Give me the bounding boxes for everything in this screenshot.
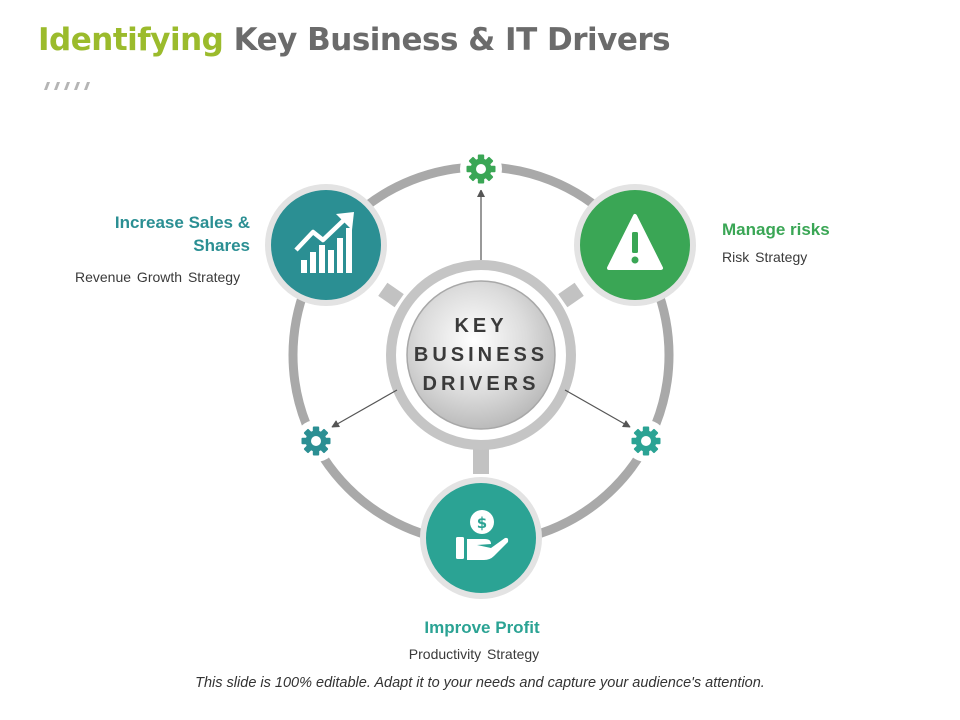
warning-icon xyxy=(607,214,663,270)
node-increase-sales xyxy=(265,184,387,306)
center-label-line: DRIVERS xyxy=(422,373,540,395)
driver-label-improve-profit: Improve Profit xyxy=(424,618,540,637)
center-hub xyxy=(406,280,556,430)
gear-right-icon xyxy=(631,426,661,456)
title-hatch-mark xyxy=(44,82,90,90)
driver-strategy-increase-sales: Revenue Growth Strategy xyxy=(75,269,241,285)
page-title-rest: Key Business & IT Drivers xyxy=(223,22,671,58)
center-label-line: BUSINESS xyxy=(413,344,549,366)
driver-strategy-manage-risks: Risk Strategy xyxy=(722,249,808,265)
chart-growth-icon xyxy=(294,212,354,273)
driver-label-manage-risks: Manage risks xyxy=(722,220,830,239)
page-title: Identifying Key Business & IT Drivers xyxy=(38,22,671,58)
arrow-left xyxy=(331,389,398,428)
footer-note: This slide is 100% editable. Adapt it to… xyxy=(195,675,765,691)
spoke-top-left xyxy=(378,282,404,308)
svg-text:$: $ xyxy=(477,514,487,532)
gear-top-icon xyxy=(466,154,496,184)
spoke-bottom xyxy=(473,444,489,474)
driver-label-increase-sales: Increase Sales & Shares xyxy=(115,211,250,257)
driver-strategy-improve-profit: Productivity Strategy xyxy=(408,646,540,662)
center-label: KEY BUSINESS DRIVERS xyxy=(400,312,562,399)
gear-left-icon xyxy=(301,426,331,456)
node-improve-profit xyxy=(420,477,542,599)
spoke-top-right xyxy=(558,282,584,308)
driver-label-line: Shares xyxy=(193,236,250,255)
driver-label-line: Increase Sales & xyxy=(114,213,250,232)
hand-dollar-icon: $ xyxy=(456,510,509,560)
page-title-accent: Identifying xyxy=(38,22,224,58)
arrow-right xyxy=(564,389,631,428)
center-label-line: KEY xyxy=(454,315,508,337)
